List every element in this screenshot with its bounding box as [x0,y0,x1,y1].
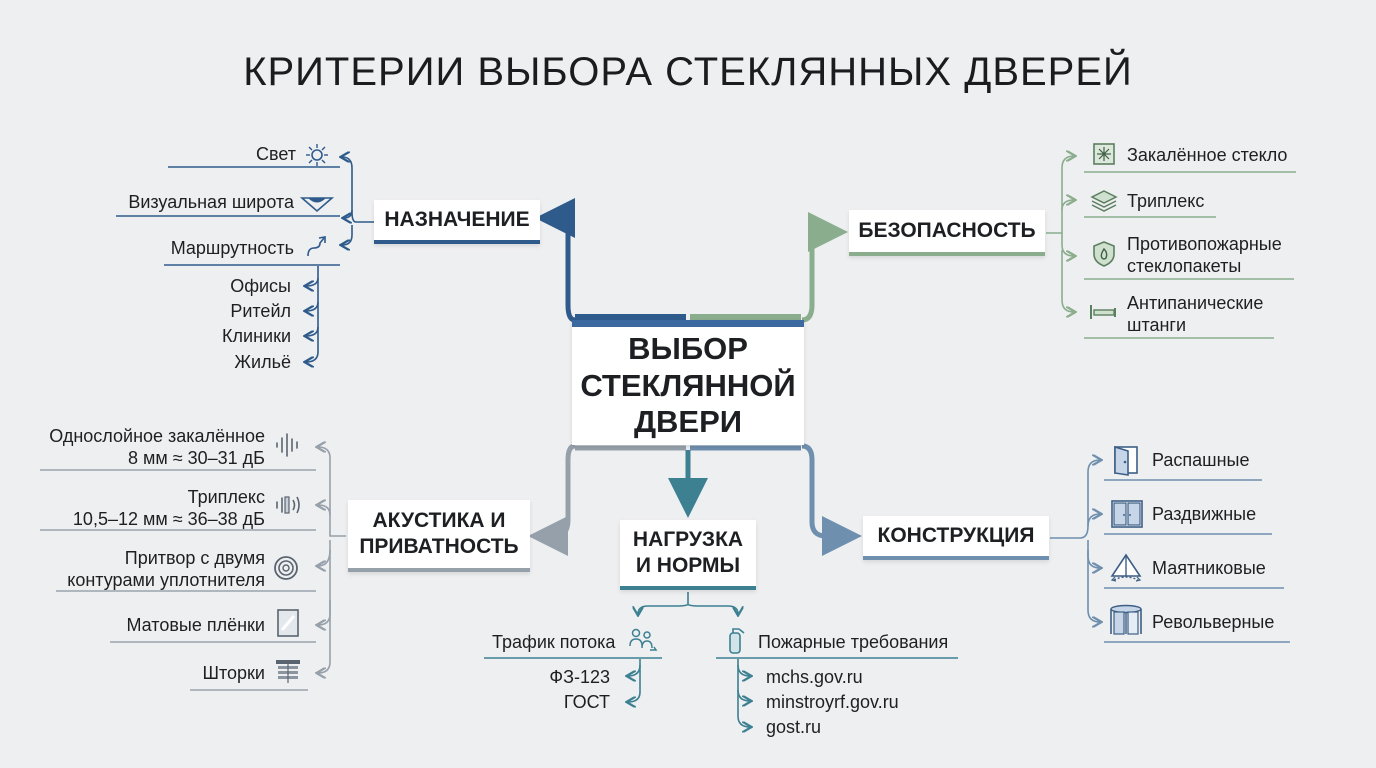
sliding-door-icon [1111,500,1143,528]
blinds-icon [276,660,300,683]
tempered-glass-icon [1093,143,1115,165]
bezopasnost-item-protivopozharnye-line-1: Противопожарные [1127,234,1282,254]
akustika-item-odnosloynoe-line-1: Однослойное закалённое [49,426,265,446]
akustika-item-pritvor-line-2: контурами уплотнителя [67,569,265,590]
akustika-item-tripleks-line-1: Триплекс [187,487,265,507]
bezopasnost-item-antipanicheskie: Антипанические штанги [1127,293,1263,336]
soundwave-dampened-icon [276,496,300,514]
akustika-item-odnosloynoe: Однослойное закалённое 8 мм ≈ 30–31 дБ [49,426,265,469]
center-line-3: ДВЕРИ [633,404,743,440]
nagruzka-fire-label: Пожарные требования [758,632,949,652]
sun-icon [306,144,328,166]
bezopasnost-item-antipanicheskie-line-2: штанги [1127,314,1187,335]
nagruzka-label-line-1: НАГРУЗКА [632,527,744,551]
nagruzka-traffic-label: Трафик потока [492,632,616,652]
konstrukciya-item-mayatnikovye: Маятниковые [1152,558,1266,578]
akustika-item-odnosloynoe-line-2: 8 мм ≈ 30–31 дБ [127,447,265,468]
category-akustika: АКУСТИКА И ПРИВАТНОСТЬ [348,500,530,572]
layers-icon [1090,190,1118,212]
category-nagruzka: НАГРУЗКА И НОРМЫ [620,520,756,590]
naznachenie-sub-kliniki: Клиники [222,326,291,346]
bezopasnost-item-zakalennoe-steklo: Закалённое стекло [1127,145,1288,165]
nagruzka-traffic-gost: ГОСТ [563,692,610,712]
nagruzka-fire-gost: gost.ru [766,717,822,737]
nagruzka-traffic-fz-123: ФЗ-123 [549,667,610,687]
pendulum-door-icon [1110,553,1142,582]
soundwave-icon [276,433,298,457]
crowd-icon [629,628,658,651]
eye-icon [300,197,334,213]
konstrukciya-item-revolvernye: Револьверные [1152,612,1275,632]
naznachenie-item-vizualnaya-shirota: Визуальная широта [128,192,294,212]
naznachenie-sub-zhilyo: Жильё [234,352,291,372]
seal-coil-icon [274,556,298,580]
naznachenie-sub-ofisy: Офисы [230,276,291,296]
naznachenie-item-svet: Свет [255,144,296,164]
category-konstrukciya: КОНСТРУКЦИЯ [863,516,1049,560]
route-arrow-icon [307,236,326,257]
akustika-label-line-2: ПРИВАТНОСТЬ [359,535,519,558]
naznachenie-item-marshrutnost: Маршрутность [170,238,294,258]
akustika-item-tripleks-line-2: 10,5–12 мм ≈ 36–38 дБ [72,508,265,529]
akustika-item-shtorki: Шторки [202,663,266,683]
category-bezopasnost: БЕЗОПАСНОСТЬ [849,210,1045,256]
akustika-label-line-1: АКУСТИКА И [372,508,506,532]
bezopasnost-item-antipanicheskie-line-1: Антипанические [1127,293,1264,313]
konstrukciya-item-razdvizhnye: Раздвижные [1152,504,1257,524]
naznachenie-sub-riteyl: Ритейл [230,301,291,321]
nagruzka-fire-minstroy: minstroyrf.gov.ru [766,692,899,712]
bezopasnost-item-protivopozharnye-line-2: стеклопакеты [1127,255,1242,276]
akustika-item-pritvor-line-1: Притвор с двумя [124,548,265,568]
panic-bar-icon [1090,305,1116,319]
center-line-2: СТЕКЛЯННОЙ [580,367,796,403]
bezopasnost-item-protivopozharnye: Противопожарные стеклопакеты [1127,234,1282,277]
center-node: ВЫБОР СТЕКЛЯННОЙ ДВЕРИ [572,320,804,445]
revolving-door-icon [1110,604,1142,635]
page-title: КРИТЕРИИ ВЫБОРА СТЕКЛЯННЫХ ДВЕРЕЙ [243,50,1133,94]
fire-extinguisher-icon [729,628,745,654]
konstrukciya-item-raspashnye: Распашные [1152,450,1250,470]
frosted-film-icon [277,609,299,637]
fire-shield-icon [1093,241,1115,267]
swing-door-icon [1114,445,1138,476]
akustika-item-pritvor: Притвор с двумя контурами уплотнителя [67,548,265,591]
akustika-item-matovye-plenki: Матовые плёнки [126,615,265,635]
nagruzka-fire-mchs: mchs.gov.ru [766,667,863,687]
bezopasnost-item-tripleks: Триплекс [1127,191,1205,211]
akustika-item-tripleks: Триплекс 10,5–12 мм ≈ 36–38 дБ [73,487,265,530]
category-naznachenie: НАЗНАЧЕНИЕ [374,200,540,244]
center-line-1: ВЫБОР [628,331,748,367]
nagruzka-label-line-2: И НОРМЫ [635,554,741,577]
